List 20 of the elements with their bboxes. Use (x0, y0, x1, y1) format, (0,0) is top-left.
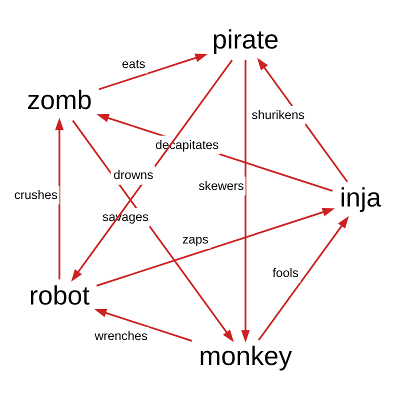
arrow (258, 216, 349, 341)
edge-label: crushes (14, 188, 58, 202)
node-text: inja (340, 182, 382, 213)
node-text: robot (29, 280, 90, 310)
edge-label: zaps (182, 232, 208, 246)
edge-label: wrenches (94, 328, 148, 343)
edge-label: drowns (113, 168, 154, 182)
arrow (55, 118, 64, 280)
edge-label: eats (122, 56, 146, 71)
arrow (96, 114, 333, 192)
node-text: zomb (26, 84, 92, 115)
edge-label: skewers (198, 178, 244, 193)
arrow (241, 60, 250, 342)
node-text: monkey (199, 340, 292, 371)
arrow (71, 60, 233, 282)
arrow (94, 308, 192, 342)
edge-label: shurikens (252, 108, 305, 122)
node-text: pirate (212, 24, 279, 54)
edge-label: fools (272, 266, 299, 280)
arrow (72, 120, 234, 342)
